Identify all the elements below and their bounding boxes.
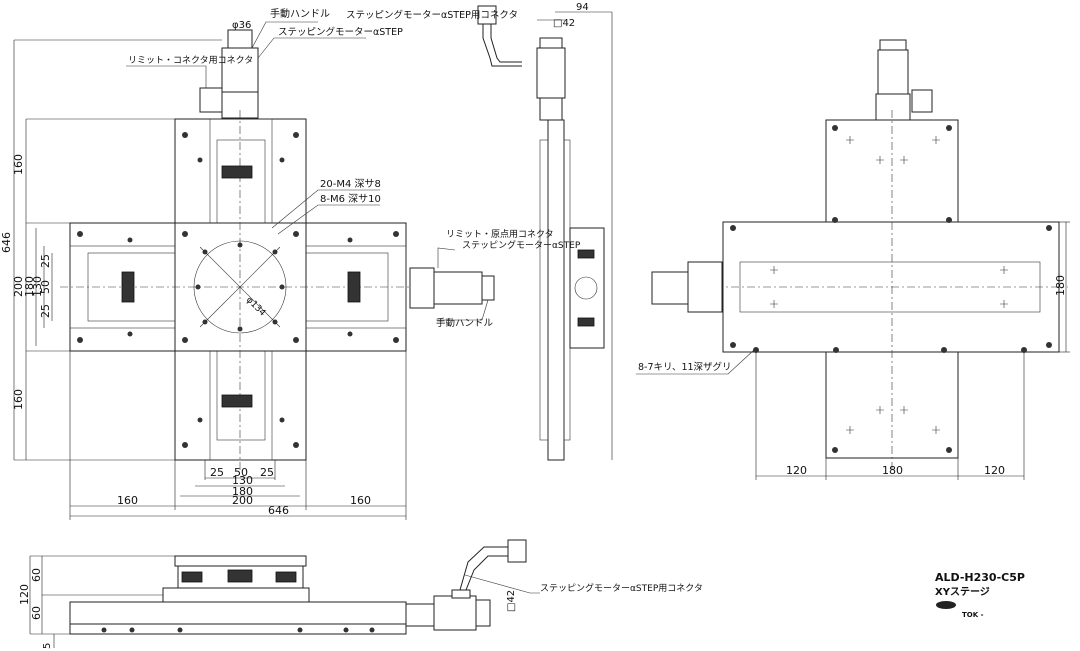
label-stepper-top: ステッピングモーターαSTEP (278, 26, 403, 38)
label-tap-m6: 8-M6 深サ10 (320, 193, 381, 205)
label-stepper-side: ステッピングモーターαSTEP (462, 239, 581, 251)
top-view-holes (77, 132, 399, 448)
label-square42-top: □42 (553, 18, 575, 29)
brand-mark: TOK - (962, 611, 984, 619)
label-phi36: φ36 (232, 20, 251, 31)
top-view (13, 21, 420, 520)
dim-50-h: 50 (234, 466, 248, 479)
label-stepper-connector-bottom: ステッピングモーターαSTEP用コネクタ (540, 582, 703, 594)
dim-200-h: 200 (232, 494, 253, 507)
dim-50-v: 50 (39, 280, 52, 294)
top-handle-knob (227, 29, 253, 49)
side-view (409, 5, 613, 461)
side-stepper-motor-x (433, 271, 483, 305)
side-stepper-motor (536, 47, 566, 99)
dim-160-bot: 160 (12, 389, 25, 410)
dim-25a-h: 25 (210, 466, 224, 479)
dim-180-right-v: 180 (1054, 275, 1067, 296)
label-bolt-holes: 8-7キリ、11深ザグリ (638, 361, 732, 373)
label-handle-top: 手動ハンドル (270, 7, 330, 20)
label-limit-connector-top: リミット・コネクタ用コネクタ (128, 55, 253, 66)
brand-logo (936, 601, 956, 609)
dim-5: 5 (42, 643, 53, 649)
dim-646-v: 646 (0, 232, 13, 253)
right-stepper-motor (877, 49, 909, 95)
model-number: ALD-H230-C5P (935, 571, 1025, 584)
dim-25b-v: 25 (39, 304, 52, 318)
stage-type: XYステージ (935, 586, 990, 598)
dim-120-right: 120 (984, 464, 1005, 477)
label-handle-side: 手動ハンドル (436, 317, 494, 329)
dim-646-h: 646 (268, 504, 289, 517)
dim-180-h: 180 (232, 485, 253, 498)
dim-60a: 60 (30, 568, 43, 582)
dim-60b: 60 (30, 606, 43, 620)
label-stepper-connector-top: ステッピングモーターαSTEP用コネクタ (346, 9, 518, 21)
side-plate (547, 119, 565, 461)
dim-180-mid: 180 (882, 464, 903, 477)
dim-130-v: 130 (31, 276, 44, 297)
dim-160-left: 160 (117, 494, 138, 507)
dim-94: 94 (576, 2, 589, 13)
bottom-view (29, 539, 540, 648)
label-limit-origin-connector: リミット・原点用コネクタ (446, 229, 554, 240)
dim-120-left: 120 (786, 464, 807, 477)
dim-200-v: 200 (12, 276, 25, 297)
right-x-motor (651, 271, 689, 305)
dim-120-side: 120 (18, 584, 31, 605)
top-stepper-motor (221, 47, 259, 93)
bottom-base-plate (69, 601, 407, 625)
bottom-stepper-motor (433, 595, 477, 631)
right-view (636, 39, 1070, 480)
top-limit-connector-box (199, 87, 223, 113)
dim-25b-h: 25 (260, 466, 274, 479)
dim-25a-v: 25 (39, 254, 52, 268)
dim-160-right: 160 (350, 494, 371, 507)
side-connector-box (409, 267, 435, 309)
dim-130-h: 130 (232, 474, 253, 487)
label-square42-bottom: □42 (506, 590, 517, 612)
dim-160-top: 160 (12, 154, 25, 175)
label-tap-m4: 20-M4 深サ8 (320, 178, 381, 190)
dim-180-v: 180 (23, 276, 36, 297)
